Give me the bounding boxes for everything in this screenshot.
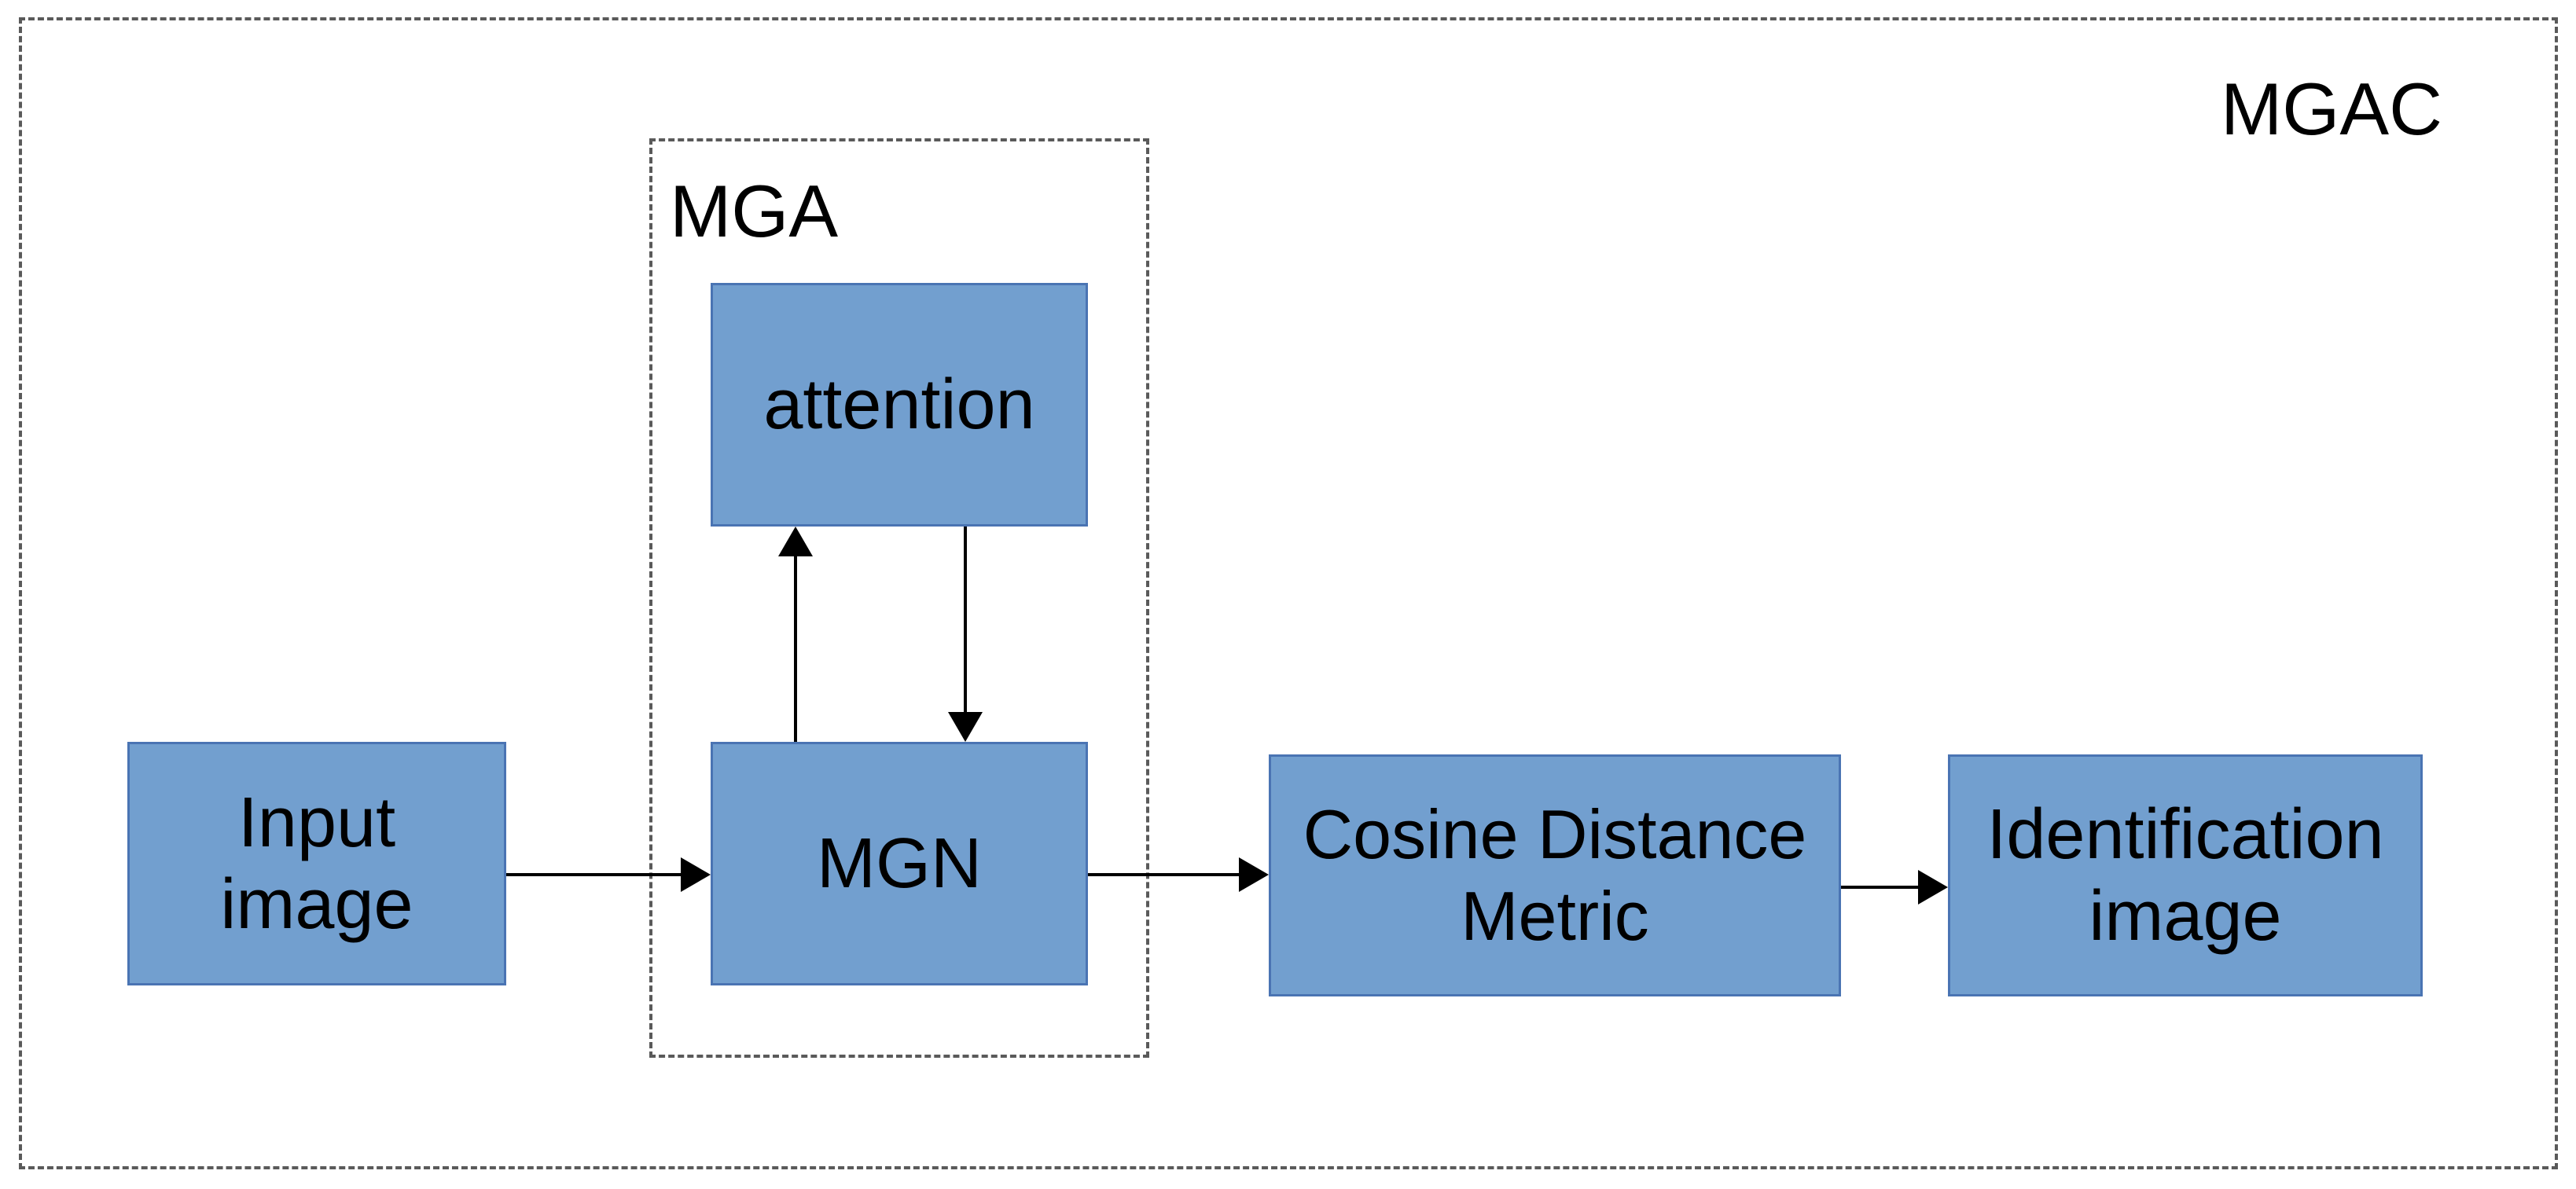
mgac-group-label: MGAC bbox=[2221, 68, 2442, 150]
arrowhead-cosine-to-identification bbox=[1918, 870, 1948, 905]
mgac-group-frame bbox=[19, 17, 2558, 1169]
mga-group-frame bbox=[649, 138, 1149, 1058]
mgn-block: MGN bbox=[711, 742, 1088, 985]
cosine-distance-metric-label: Cosine Distance Metric bbox=[1303, 795, 1807, 955]
mga-group-label: MGA bbox=[670, 170, 839, 252]
attention-label: attention bbox=[763, 365, 1035, 444]
arrowhead-input-to-mgn bbox=[681, 857, 711, 892]
attention-block: attention bbox=[711, 283, 1088, 527]
input-image-label: Input image bbox=[220, 783, 413, 944]
mgn-label: MGN bbox=[817, 824, 982, 903]
cosine-distance-metric-block: Cosine Distance Metric bbox=[1269, 754, 1841, 996]
identification-image-label: Identification image bbox=[1986, 795, 2384, 956]
identification-image-block: Identification image bbox=[1948, 754, 2423, 996]
arrowhead-mgn-to-cosine bbox=[1239, 857, 1269, 892]
arrowhead-mgn-to-attention bbox=[778, 527, 813, 556]
input-image-block: Input image bbox=[127, 742, 506, 985]
arrowhead-attention-to-mgn bbox=[948, 712, 983, 742]
